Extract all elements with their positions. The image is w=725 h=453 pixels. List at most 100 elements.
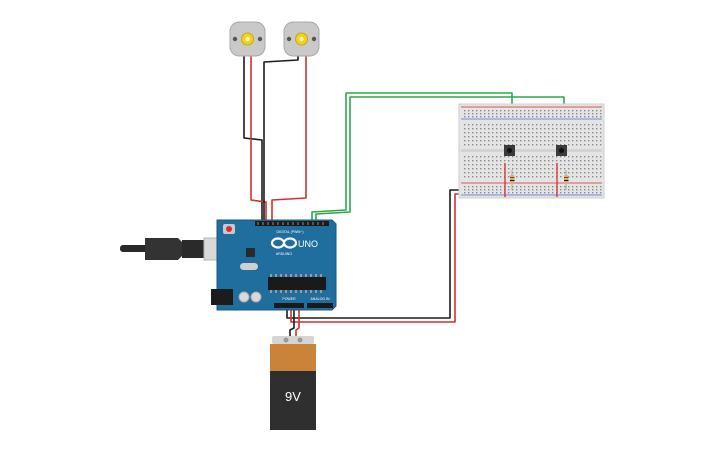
breadboard-hole	[488, 132, 490, 134]
breadboard-hole	[592, 176, 594, 178]
breadboard-hole	[516, 116, 518, 118]
power-header[interactable]	[274, 303, 304, 308]
breadboard-hole	[528, 168, 530, 170]
breadboard-hole	[484, 156, 486, 158]
breadboard-hole	[468, 164, 470, 166]
breadboard-hole	[500, 164, 502, 166]
breadboard-hole	[520, 144, 522, 146]
breadboard-hole	[568, 189, 570, 191]
breadboard-hole	[472, 176, 474, 178]
dc-motor-2[interactable]	[283, 21, 320, 57]
breadboard-hole	[532, 124, 534, 126]
breadboard-hole	[552, 156, 554, 158]
breadboard-hole	[512, 132, 514, 134]
breadboard-hole	[524, 164, 526, 166]
breadboard-hole	[556, 132, 558, 134]
wire-motor1-black[interactable]	[243, 55, 263, 222]
breadboard-hole	[544, 136, 546, 138]
breadboard-hole	[552, 164, 554, 166]
breadboard-hole	[504, 110, 506, 112]
breadboard[interactable]	[458, 103, 605, 199]
pushbutton-1[interactable]	[504, 145, 515, 156]
breadboard-hole	[596, 144, 598, 146]
breadboard-hole	[532, 140, 534, 142]
breadboard-hole	[504, 128, 506, 130]
resistor-2[interactable]	[564, 170, 569, 190]
battery-9v[interactable]: 9V	[270, 336, 316, 430]
breadboard-hole	[492, 116, 494, 118]
breadboard-hole	[584, 164, 586, 166]
breadboard-hole	[576, 124, 578, 126]
breadboard-hole	[564, 156, 566, 158]
breadboard-hole	[488, 176, 490, 178]
wire-green-2[interactable]	[315, 96, 565, 222]
breadboard-hole	[552, 128, 554, 130]
resistor-1[interactable]	[510, 170, 515, 190]
breadboard-hole	[548, 113, 550, 115]
breadboard-hole	[592, 128, 594, 130]
breadboard-hole	[600, 156, 602, 158]
breadboard-hole	[496, 136, 498, 138]
breadboard-hole	[532, 110, 534, 112]
breadboard-hole	[584, 189, 586, 191]
wire-motor1-red[interactable]	[250, 55, 267, 222]
wire-battery-red[interactable]	[295, 306, 300, 340]
breadboard-hole	[508, 156, 510, 158]
breadboard-hole	[584, 186, 586, 188]
breadboard-hole	[580, 186, 582, 188]
breadboard-hole	[564, 136, 566, 138]
breadboard-hole	[600, 113, 602, 115]
breadboard-hole	[564, 168, 566, 170]
breadboard-hole	[544, 176, 546, 178]
wire-battery-black[interactable]	[289, 306, 295, 340]
breadboard-hole	[468, 124, 470, 126]
analog-header[interactable]	[307, 303, 333, 308]
power-jack[interactable]	[211, 289, 233, 305]
breadboard-hole	[564, 186, 566, 188]
breadboard-hole	[596, 113, 598, 115]
breadboard-hole	[492, 176, 494, 178]
breadboard-hole	[548, 186, 550, 188]
dc-motor-1[interactable]	[229, 21, 266, 57]
resistor-band	[510, 180, 515, 181]
breadboard-hole	[540, 136, 542, 138]
breadboard-hole	[584, 128, 586, 130]
breadboard-hole	[572, 116, 574, 118]
breadboard-hole	[552, 160, 554, 162]
breadboard-hole	[512, 192, 514, 194]
breadboard-hole	[548, 189, 550, 191]
wire-motor2-red[interactable]	[271, 55, 307, 222]
breadboard-hole	[584, 116, 586, 118]
breadboard-hole	[480, 140, 482, 142]
breadboard-hole	[552, 186, 554, 188]
breadboard-hole	[524, 144, 526, 146]
breadboard-hole	[588, 144, 590, 146]
breadboard-hole	[568, 113, 570, 115]
breadboard-hole	[472, 164, 474, 166]
breadboard-hole	[576, 186, 578, 188]
breadboard-hole	[580, 132, 582, 134]
wire-motor2-black[interactable]	[263, 55, 299, 222]
breadboard-hole	[568, 132, 570, 134]
breadboard-hole	[532, 172, 534, 174]
wire-green-1[interactable]	[311, 92, 513, 222]
wire-power-black[interactable]	[286, 189, 470, 319]
breadboard-hole	[600, 172, 602, 174]
breadboard-hole	[508, 144, 510, 146]
breadboard-hole	[484, 189, 486, 191]
breadboard-hole	[596, 186, 598, 188]
breadboard-hole	[568, 160, 570, 162]
pushbutton-2[interactable]	[556, 145, 567, 156]
breadboard-hole	[480, 113, 482, 115]
breadboard-hole	[584, 192, 586, 194]
breadboard-hole	[596, 156, 598, 158]
breadboard-hole	[560, 168, 562, 170]
breadboard-hole	[532, 176, 534, 178]
breadboard-hole	[592, 116, 594, 118]
breadboard-hole	[536, 124, 538, 126]
breadboard-hole	[592, 110, 594, 112]
arduino-uno-board[interactable]: DIGITAL (PWM~) UNO ARDUINO POWER	[211, 219, 337, 311]
breadboard-hole	[572, 192, 574, 194]
usb-cable[interactable]	[120, 237, 233, 261]
breadboard-hole	[556, 136, 558, 138]
